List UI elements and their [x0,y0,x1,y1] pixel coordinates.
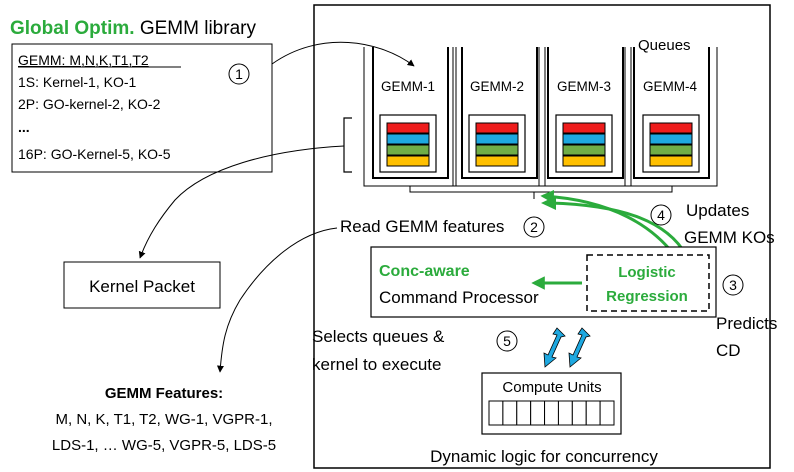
updates-label-line2: GEMM KOs [684,228,775,247]
features-heading: GEMM Features: [105,385,223,402]
compute-unit-cell [530,400,546,426]
features-line2: LDS-1, … WG-5, VGPR-5, LDS-5 [52,437,276,454]
conc-aware-label: Conc-aware [379,263,470,280]
kernel-block [562,144,606,156]
kernel-block [562,133,606,145]
step-2-number: 2 [530,219,538,235]
kernel-block [475,133,519,145]
system-box [313,4,771,469]
compute-unit-cell [571,400,587,426]
library-box [11,43,273,173]
step-5-circle [496,330,518,352]
kernel-block [386,122,430,134]
logistic-label-line1: Logistic [618,264,676,281]
library-row: ... [18,119,30,135]
queues-brace [409,186,673,199]
library-row: 16P: GO-Kernel-5, KO-5 [18,146,171,162]
dispatch-double-arrow-right [568,327,591,368]
command-processor-label: Command Processor [379,288,539,307]
compute-unit-cell [599,400,615,426]
kernel-block [649,155,693,167]
queues-title: Queues [638,37,691,54]
kernel-block [649,133,693,145]
kernel-block [386,133,430,145]
step-3-number: 3 [729,277,737,293]
queue-label: GEMM-2 [470,79,524,94]
library-heading: GEMM: M,N,K,T1,T2 [18,52,149,68]
step-2-circle [523,216,545,238]
predicts-label-line2: CD [716,341,741,360]
kernel-packet-box [63,261,221,309]
library-row: 1S: Kernel-1, KO-1 [18,74,136,90]
queue-gemm-3: GEMM-3 [538,47,632,187]
queue-label: GEMM-3 [557,79,611,94]
kernel-block [386,144,430,156]
library-bracket [343,117,352,173]
kernel-block [649,144,693,156]
kernel-block [475,122,519,134]
library-row: 2P: GO-kernel-2, KO-2 [18,96,161,112]
queue-gemm-4: GEMM-4 [624,47,718,187]
compute-units-label: Compute Units [502,379,601,396]
compute-unit-cell [488,400,504,426]
dynamic-logic-caption: Dynamic logic for concurrency [430,447,658,466]
step-4-number: 4 [657,207,665,223]
logistic-regression-box [586,254,710,312]
step-4-circle [650,204,672,226]
selects-label-line2: kernel to execute [312,355,441,374]
features-line1: M, N, K, T1, T2, WG-1, VGPR-1, [56,411,273,428]
dispatch-double-arrow-left [543,327,566,368]
kernel-packet-label: Kernel Packet [89,277,195,296]
logistic-label-line2: Regression [606,288,688,305]
kernel-block [475,144,519,156]
compute-unit-cells [488,400,615,426]
step-3-circle [722,274,744,296]
library-to-queue-arrow [271,41,415,67]
compute-unit-cell [544,400,559,426]
queue-gemm-2: GEMM-2 [452,47,546,187]
compute-unit-cell [585,400,601,426]
read-to-features-arrow [216,227,338,373]
compute-unit-cell [557,400,573,426]
predicts-label-line1: Predicts [716,314,777,333]
library-title: Global Optim. GEMM library [10,18,256,39]
compute-unit-cell [502,400,518,426]
step-5-number: 5 [503,333,511,349]
queue-label: GEMM-4 [643,79,697,94]
updates-label-line1: Updates [686,201,749,220]
queue-label: GEMM-1 [381,79,435,94]
step-1-number: 1 [235,66,243,82]
queue-gemm-1: GEMM-1 [363,47,457,187]
step-1-circle [228,63,250,85]
kernel-block [649,122,693,134]
compute-unit-cell [516,400,532,426]
kernel-block [562,155,606,167]
kernel-block [562,122,606,134]
bracket-to-kernel-packet-arrow [138,145,345,259]
selects-label-line1: Selects queues & [312,327,445,346]
kernel-block [386,155,430,167]
update-arrowhead [541,196,556,210]
kernel-block [475,155,519,167]
read-features-label: Read GEMM features [340,217,504,236]
